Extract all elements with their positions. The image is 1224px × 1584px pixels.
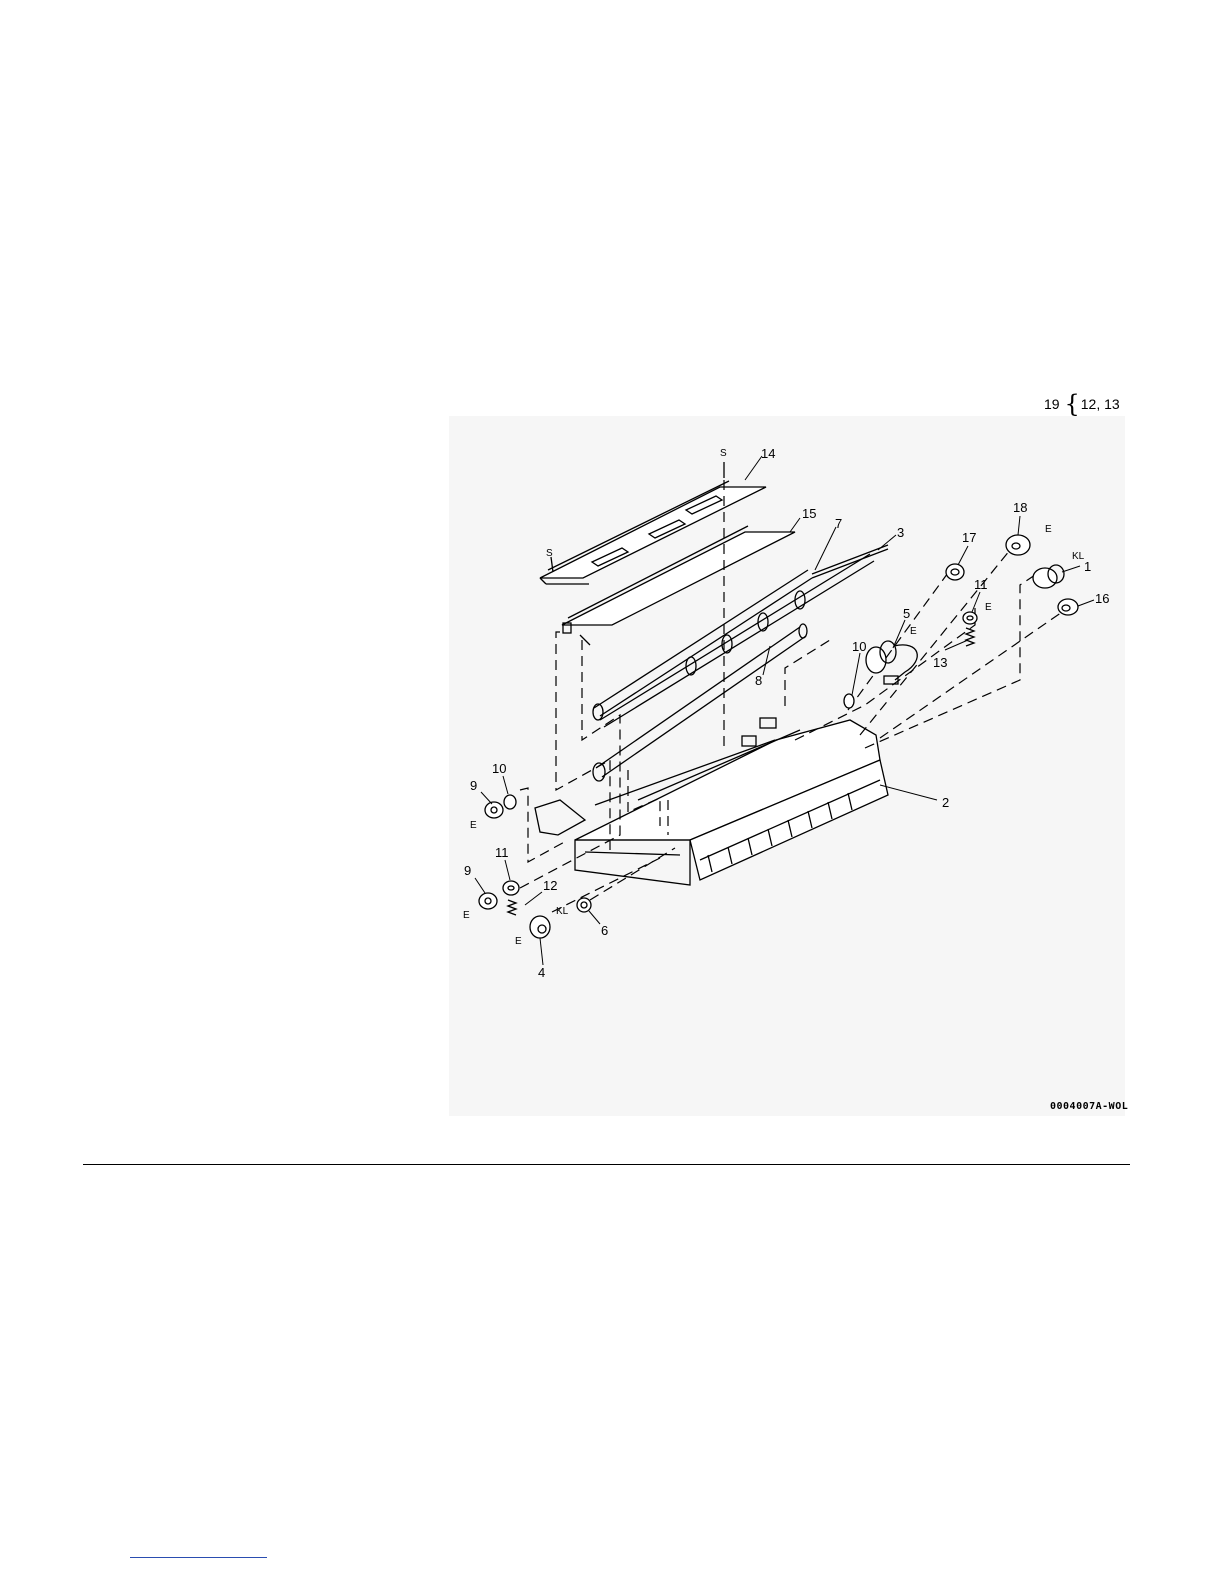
marker-kl-1: KL <box>1072 551 1085 562</box>
callout-12: 12 <box>543 878 557 893</box>
part-5-clutch <box>866 641 917 684</box>
part-9-gear-upper <box>485 802 503 818</box>
callout-5: 5 <box>903 606 910 621</box>
callout-4: 4 <box>538 965 545 980</box>
separator-rule <box>83 1164 1130 1165</box>
screw-line-left <box>551 557 553 572</box>
callout-15: 15 <box>802 506 816 521</box>
marker-e-18: E <box>1045 524 1052 535</box>
part-17-gear <box>946 564 964 580</box>
part-10-bushing-left <box>504 795 516 809</box>
footer-rule <box>130 1557 267 1558</box>
callout-6: 6 <box>601 923 608 938</box>
callout-11-right: 11 <box>974 577 988 592</box>
callout-16: 16 <box>1095 591 1109 606</box>
marker-e-4: E <box>515 936 522 947</box>
marker-s-top: S <box>720 448 727 459</box>
callout-18: 18 <box>1013 500 1027 515</box>
marker-kl-6: KL <box>556 906 569 917</box>
callout-3: 3 <box>897 525 904 540</box>
marker-e-9-upper: E <box>470 820 477 831</box>
callout-8: 8 <box>755 673 762 688</box>
callout-9-lower: 9 <box>464 863 471 878</box>
part-11-bearing-right <box>963 612 977 624</box>
callout-1: 1 <box>1084 559 1091 574</box>
figure-id: 0004007A-WOL <box>1050 1101 1128 1112</box>
callout-7: 7 <box>835 516 842 531</box>
marker-e-9-lower: E <box>463 910 470 921</box>
part-15-guide <box>562 526 795 645</box>
marker-s-left: S <box>546 548 553 559</box>
assembly-lines <box>520 480 1065 912</box>
callout-labels: 14 15 7 3 17 18 1 16 11 5 10 13 8 2 10 9… <box>463 446 1109 980</box>
part-1-gear <box>1033 565 1064 588</box>
part-10-bushing-right <box>844 694 854 708</box>
callout-10-left: 10 <box>492 761 506 776</box>
part-4-gear <box>530 916 550 938</box>
callout-2: 2 <box>942 795 949 810</box>
part-7-roll <box>593 545 888 720</box>
part-2-frame <box>535 718 888 885</box>
callout-9-upper: 9 <box>470 778 477 793</box>
marker-e-5: E <box>910 626 917 637</box>
part-18-gear <box>1006 535 1030 555</box>
part-13-spring <box>966 628 974 646</box>
part-6-gear <box>577 898 591 912</box>
callout-13: 13 <box>933 655 947 670</box>
part-11-bearing-left <box>503 881 519 895</box>
part-14-baffle <box>540 481 766 584</box>
callout-11-left: 11 <box>495 845 509 860</box>
part-9-gear-lower <box>479 893 497 909</box>
callout-17: 17 <box>962 530 976 545</box>
part-12-spring <box>508 900 516 915</box>
callout-14: 14 <box>761 446 775 461</box>
part-16-gear <box>1058 599 1078 615</box>
marker-e-11: E <box>985 602 992 613</box>
callout-10-right: 10 <box>852 639 866 654</box>
